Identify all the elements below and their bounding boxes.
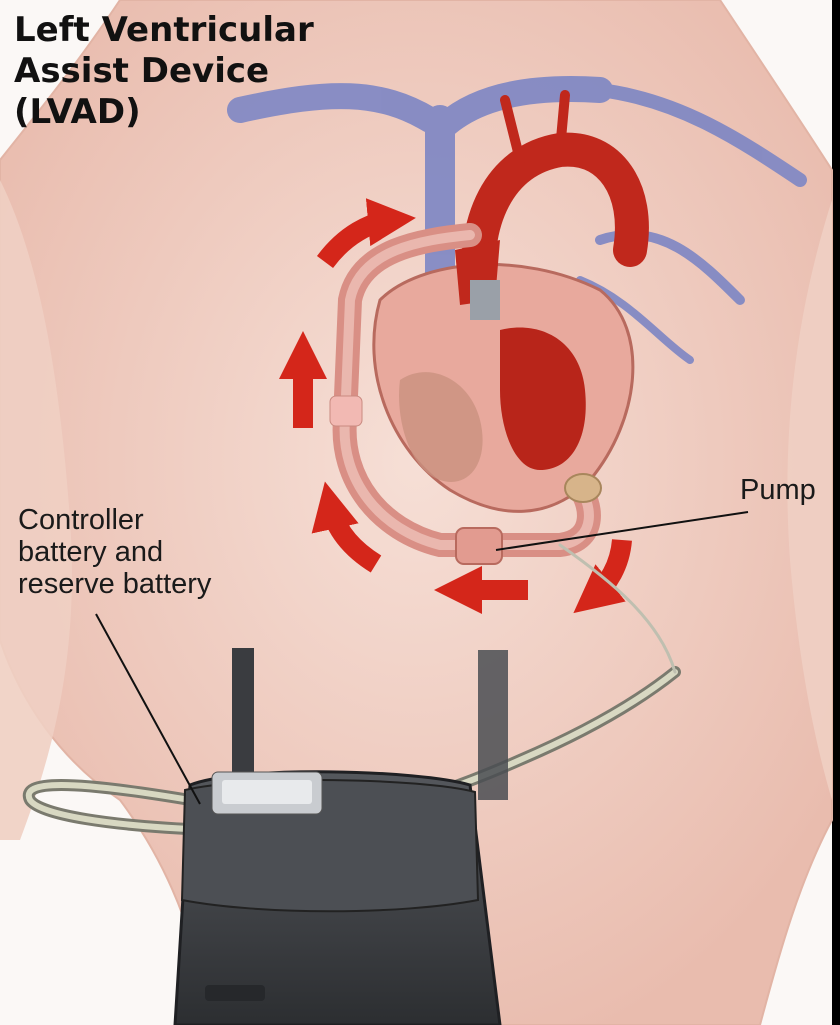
pump-label: Pump — [740, 474, 816, 506]
controller-label-line-3: reserve battery — [18, 568, 211, 600]
bag-strap-left — [232, 648, 254, 778]
pump-label-text: Pump — [740, 474, 816, 506]
diagram-title: Left Ventricular Assist Device (LVAD) — [14, 10, 314, 133]
inflow-cannula — [565, 474, 601, 502]
title-line-1: Left Ventricular — [14, 10, 314, 51]
controller-label: Controller battery and reserve battery — [18, 504, 211, 600]
controller-bag — [175, 772, 500, 1025]
controller-label-line-2: battery and — [18, 536, 211, 568]
title-line-2: Assist Device — [14, 51, 314, 92]
bag-strap-right — [478, 650, 508, 800]
outflow-connector — [330, 396, 362, 426]
frame-edge — [832, 0, 840, 1025]
controller-label-line-1: Controller — [18, 504, 211, 536]
pump-body — [456, 528, 502, 564]
title-line-3: (LVAD) — [14, 92, 314, 133]
